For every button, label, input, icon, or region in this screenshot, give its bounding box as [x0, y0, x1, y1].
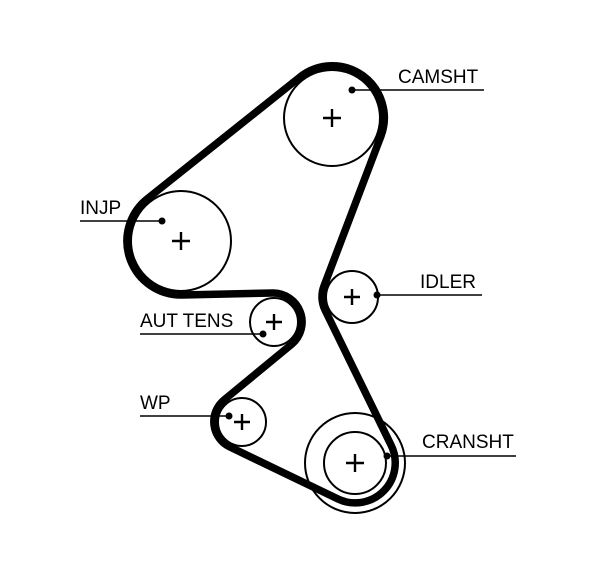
aut-tens-callout: AUT TENS	[140, 311, 267, 338]
idler-label: IDLER	[420, 272, 476, 293]
wp-center-cross-icon	[234, 414, 250, 430]
pulley-cransht	[304, 412, 406, 514]
wp-pulley-circle	[217, 397, 267, 447]
camsht-anchor-dot	[348, 86, 356, 94]
injp-center-cross-icon	[172, 232, 190, 250]
aut-tens-label: AUT TENS	[140, 311, 233, 332]
camsht-center-cross-icon	[323, 109, 341, 127]
aut-tens-pulley-circle	[249, 297, 299, 347]
aut-tens-anchor-dot	[259, 330, 267, 338]
cransht-center-cross-icon	[346, 454, 364, 472]
pulley-wp	[217, 397, 267, 447]
wp-anchor-dot	[225, 412, 233, 420]
pulley-injp	[130, 190, 232, 292]
pulley-camsht	[283, 69, 381, 167]
camsht-label: CAMSHT	[398, 67, 479, 88]
injp-pulley-circle	[130, 190, 232, 292]
cransht-anchor-dot	[383, 452, 391, 460]
aut-tens-center-cross-icon	[266, 314, 282, 330]
pulley-idler	[325, 270, 379, 324]
camsht-callout: CAMSHT	[348, 67, 484, 94]
pulley-aut-tens	[249, 297, 299, 347]
injp-callout: INJP	[80, 198, 166, 225]
cransht-callout: CRANSHT	[383, 432, 516, 460]
wp-label: WP	[140, 393, 171, 414]
injp-label: INJP	[80, 198, 121, 219]
idler-callout: IDLER	[373, 272, 482, 299]
cransht-outer-circle	[304, 412, 406, 514]
camsht-pulley-circle	[283, 69, 381, 167]
timing-belt-path	[123, 61, 399, 507]
labels-layer: CAMSHT INJP IDLER AUT TENS WP	[80, 67, 516, 460]
cransht-inner-circle	[323, 431, 387, 495]
pulleys-layer	[130, 69, 406, 514]
injp-anchor-dot	[158, 217, 166, 225]
cransht-label: CRANSHT	[422, 432, 514, 453]
idler-center-cross-icon	[344, 289, 360, 305]
wp-callout: WP	[140, 393, 233, 420]
idler-anchor-dot	[373, 291, 381, 299]
